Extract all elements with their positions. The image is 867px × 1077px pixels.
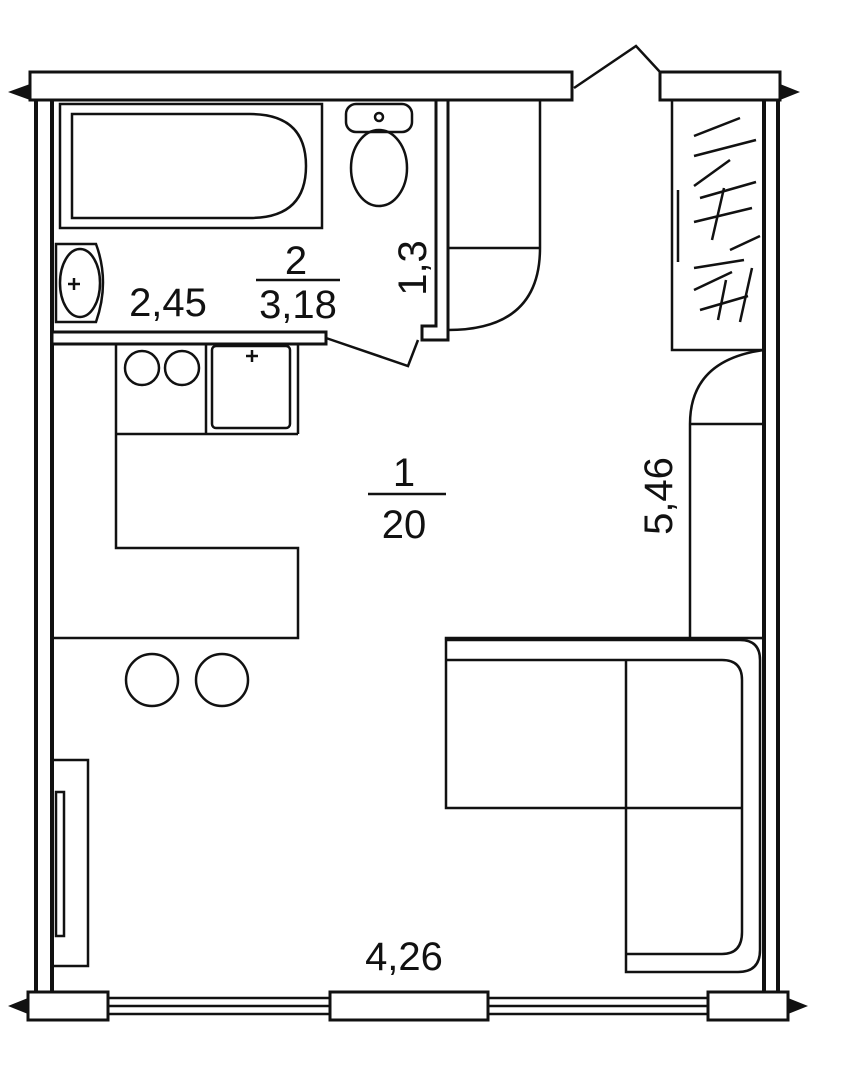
room-1-area: 20 bbox=[382, 503, 427, 547]
toilet-bowl bbox=[349, 128, 409, 208]
hanger bbox=[710, 187, 726, 241]
right-wall-dimension: 5,46 bbox=[637, 457, 681, 535]
top-wall-left bbox=[28, 70, 574, 102]
room-2-area: 3,18 bbox=[259, 283, 337, 327]
room-1-number: 1 bbox=[393, 451, 415, 495]
bottom-wall-right bbox=[706, 990, 790, 1022]
hanger bbox=[716, 279, 728, 321]
room-2-number: 2 bbox=[285, 239, 307, 283]
sofa-cushion-border bbox=[446, 658, 744, 956]
hanger bbox=[693, 138, 757, 158]
break-mark-top-left bbox=[8, 84, 30, 100]
toilet-button bbox=[373, 111, 385, 123]
sofa-bed bbox=[444, 636, 766, 974]
room-2-label: 2 3,18 bbox=[256, 239, 340, 327]
bathroom bbox=[50, 98, 450, 368]
hob-burner-icon bbox=[123, 349, 161, 387]
hanger bbox=[693, 158, 731, 188]
shelf-body bbox=[50, 758, 90, 968]
bar-stools bbox=[124, 652, 250, 708]
entry-closet bbox=[447, 100, 542, 332]
hanger bbox=[693, 206, 753, 224]
hob-burner-icon bbox=[163, 349, 201, 387]
kitchen-sink-icon bbox=[210, 344, 292, 430]
hanger bbox=[729, 234, 761, 252]
top-wall-right bbox=[658, 70, 782, 102]
hanger bbox=[738, 267, 754, 323]
wall-shelf bbox=[50, 758, 90, 968]
bath-width-dimension: 2,45 bbox=[129, 281, 207, 325]
bathtub-basin bbox=[70, 112, 308, 220]
bottom-width-dimension: 4,26 bbox=[365, 935, 443, 979]
sink-bowl bbox=[58, 247, 102, 319]
hanger bbox=[699, 180, 757, 200]
kitchen bbox=[52, 344, 300, 640]
room-1-label: 1 20 bbox=[368, 451, 446, 547]
toilet-tank bbox=[344, 102, 414, 134]
break-mark-bottom-left bbox=[8, 998, 28, 1014]
hanger bbox=[693, 116, 741, 138]
break-mark-bottom-right bbox=[788, 998, 808, 1014]
bottom-wall-left bbox=[26, 990, 110, 1022]
sink-basin bbox=[54, 242, 105, 324]
shelf-inner bbox=[54, 790, 66, 938]
bathroom-bottom-wall bbox=[50, 330, 328, 346]
stool-icon bbox=[194, 652, 250, 708]
hanger bbox=[693, 270, 733, 292]
wardrobe bbox=[670, 98, 766, 352]
entrance-door-leaf bbox=[573, 44, 661, 90]
closet-depth-dimension: 1,3 bbox=[391, 240, 435, 296]
closet-door-arc bbox=[447, 100, 542, 332]
sink-icon bbox=[54, 242, 105, 324]
kitchen-counter bbox=[52, 344, 300, 640]
hanger bbox=[699, 294, 749, 312]
bathtub-frame bbox=[58, 102, 324, 230]
entrance-door bbox=[573, 44, 661, 90]
hanger bbox=[693, 258, 745, 270]
sofa-frame bbox=[444, 638, 762, 974]
wardrobe-body bbox=[670, 98, 766, 352]
bathroom-right-wall bbox=[420, 98, 450, 342]
window-sash bbox=[328, 990, 490, 1022]
dresser-arc bbox=[688, 348, 765, 425]
stool-icon bbox=[124, 652, 180, 708]
outer-walls bbox=[8, 70, 808, 1022]
bathroom-door-leaf bbox=[325, 336, 420, 368]
break-mark-top-right bbox=[780, 84, 800, 100]
dresser bbox=[688, 348, 765, 638]
toilet-icon bbox=[344, 102, 414, 208]
